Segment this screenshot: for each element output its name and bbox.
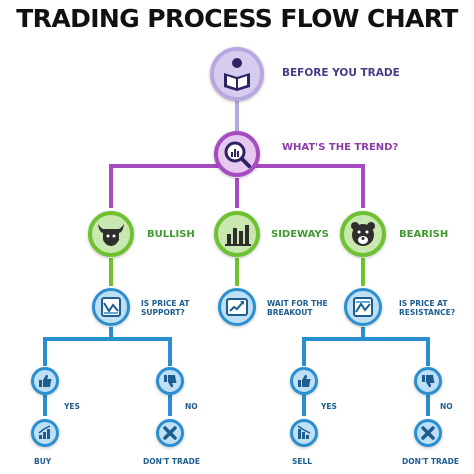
breakout-node [218,288,256,326]
bearish-node [340,211,386,257]
magnifier-chart-icon [224,141,251,168]
thumbs-up-icon [39,374,52,387]
before-you-trade-label: BEFORE YOU TRADE [282,67,400,79]
sell-label: SELL [292,457,313,466]
bar-chart-icon [225,225,251,246]
no-label-left: NO [185,402,198,411]
resistance-question-line-2: RESISTANCE? [399,308,456,317]
dont-trade-node-right [414,419,442,447]
page-title: TRADING PROCESS FLOW CHART [16,4,458,33]
resistance-question-label: IS PRICE AT RESISTANCE? [399,299,455,317]
support-chart-icon [101,297,121,317]
bullish-label: BULLISH [147,229,195,240]
connector-resistance-branch [302,327,430,366]
buy-label: BUY [34,457,52,466]
yes-node-left [31,367,59,395]
thumbs-down-icon [422,375,435,388]
bull-icon [98,224,124,246]
trend-node [214,131,260,177]
breakout-line-2: BREAKOUT [267,308,313,317]
x-mark-icon [163,426,177,440]
yes-label-right: YES [321,402,337,411]
breakout-chart-icon [226,298,248,316]
buy-node [31,419,59,447]
thumbs-down-icon [164,375,177,388]
bearish-label: BEARISH [399,229,449,240]
resistance-chart-icon [353,297,373,317]
breakout-label: WAIT FOR THE BREAKOUT [267,299,328,317]
dont-trade-node-left [156,419,184,447]
dont-trade-label-left: DON'T TRADE [143,457,200,466]
sell-chart-icon [297,425,311,439]
breakout-line-1: WAIT FOR THE [267,299,328,308]
yes-label-left: YES [64,402,80,411]
resistance-question-line-1: IS PRICE AT [399,299,448,308]
bear-icon [351,222,375,246]
trend-label: WHAT'S THE TREND? [282,142,399,153]
before-you-trade-node [210,47,264,101]
x-mark-icon [421,426,435,440]
support-question-line-2: SUPPORT? [141,308,185,317]
dont-trade-label-right: DON'T TRADE [402,457,459,466]
sideways-node [214,211,260,257]
sideways-label: SIDEWAYS [271,229,329,240]
no-label-right: NO [440,402,453,411]
no-node-right [414,367,442,395]
no-node-left [156,367,184,395]
resistance-question-node [344,288,382,326]
thumbs-up-icon [298,374,311,387]
support-question-label: IS PRICE AT SUPPORT? [141,299,189,317]
support-question-line-1: IS PRICE AT [141,299,190,308]
yes-node-right [290,367,318,395]
connector-support-branch [43,327,172,366]
sell-node [290,419,318,447]
reading-person-icon [224,58,250,91]
buy-chart-icon [38,425,51,439]
support-question-node [92,288,130,326]
bullish-node [88,211,134,257]
